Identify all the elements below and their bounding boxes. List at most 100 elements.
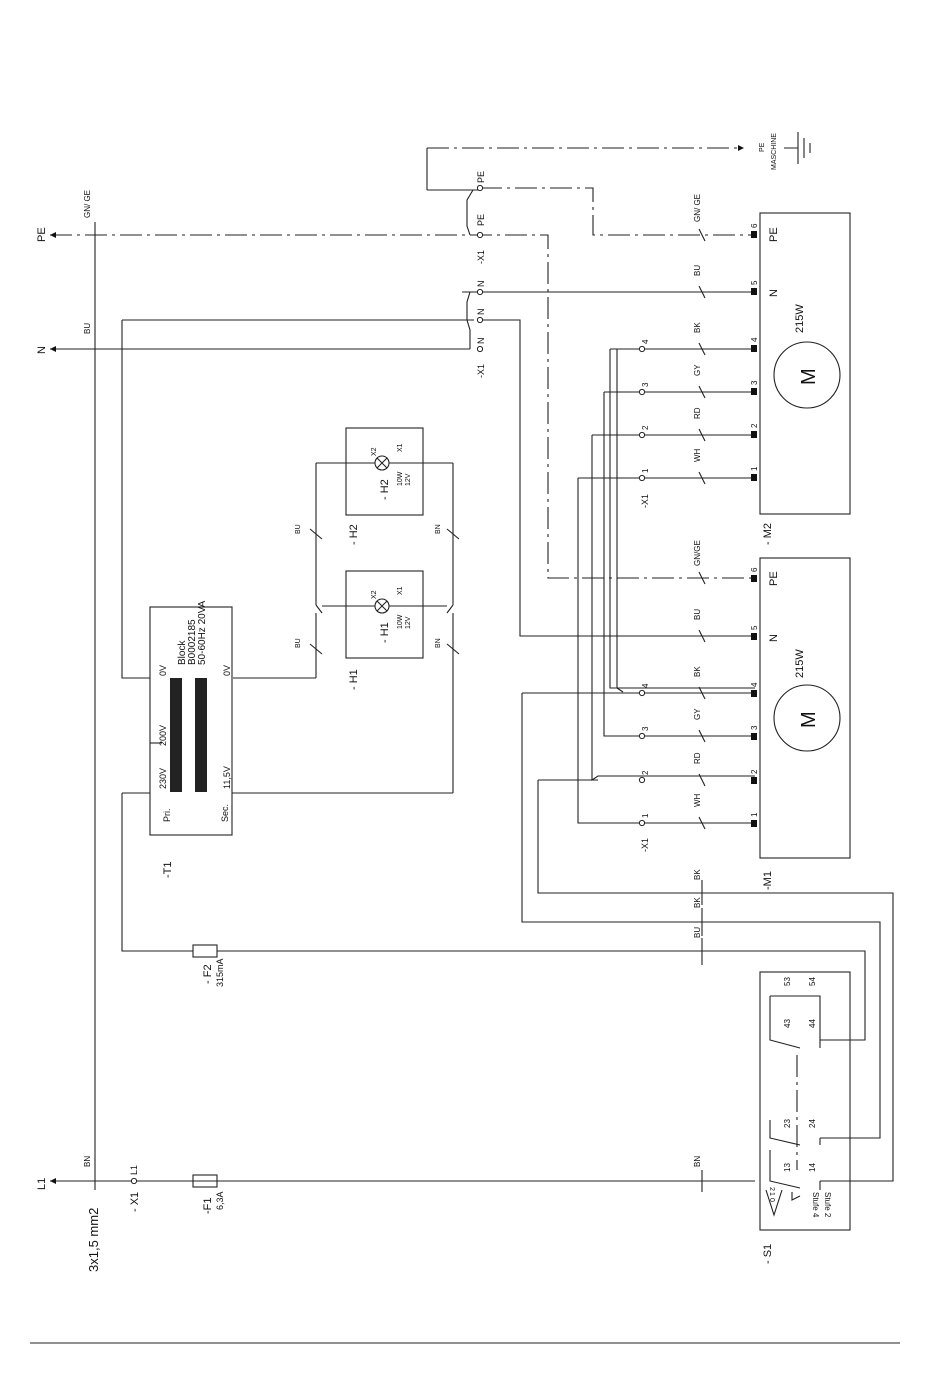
m1-t5: 5 [750, 625, 759, 630]
x1-top-label: -X1 [476, 250, 486, 264]
s1-pos1: 1 [768, 1192, 775, 1196]
t1-sec: Sec. [220, 804, 230, 822]
x1-pe-top: PE [476, 171, 486, 183]
h2-x2: X2 [371, 447, 378, 456]
h1-lamp [233, 570, 460, 793]
m1-power: 215W [794, 649, 806, 678]
sw-bk1-label: BK [693, 869, 702, 880]
m2-x1-label: -X1 [640, 494, 650, 508]
m1-label: -M1 [762, 871, 774, 890]
m2-rd-label: RD [693, 407, 702, 419]
s1-stufe2: Stufe 2 [823, 1192, 832, 1218]
motor-bus-lines [521, 348, 894, 1182]
h1-label: - H1 [379, 622, 391, 643]
x1-l1-label: - X1 [129, 1192, 141, 1212]
s1-c24: 24 [808, 1119, 817, 1128]
m2-label: - M2 [762, 523, 774, 545]
t1-spec: 50-60Hz 20VA [197, 600, 208, 665]
t1-200v: 200V [158, 725, 168, 746]
m2-symbol: M [798, 368, 820, 385]
t1-pri: Pri. [162, 809, 172, 823]
m2-t4: 4 [750, 337, 759, 342]
h2-label: - H2 [379, 479, 391, 500]
l1-color-label: BN [83, 1156, 92, 1167]
m1-t4: 4 [750, 682, 759, 687]
h2-watt: 10W [397, 471, 404, 486]
m2-t1: 1 [750, 466, 759, 471]
x1-n-3: N [476, 338, 486, 345]
h2-lamp [309, 427, 460, 614]
wire-ticks [698, 228, 706, 1192]
h1-watt: 10W [397, 614, 404, 629]
t1-sec-0v: 0V [222, 665, 232, 676]
m2-wh-label: WH [693, 448, 702, 462]
m2-pe: PE [768, 227, 780, 242]
m2-t6: 6 [750, 223, 759, 228]
h2-volt: 12V [405, 473, 412, 486]
s1-c44: 44 [808, 1019, 817, 1028]
earth-symbol [784, 132, 811, 164]
x1-l1-term: L1 [129, 1165, 139, 1175]
s1-c23: 23 [783, 1119, 792, 1128]
m1-t3: 3 [750, 725, 759, 730]
x1-l1-terminal [130, 1177, 138, 1185]
m2-x1-terminals [638, 345, 646, 482]
s1-switch [759, 971, 851, 1231]
m1-motor [751, 557, 851, 859]
t1-115v: 11,5V [222, 766, 232, 789]
h1-x2: X2 [371, 590, 378, 599]
m2-bk-label: BK [693, 322, 702, 333]
s1-stufe4: Stufe 4 [811, 1192, 820, 1218]
m1-symbol: M [798, 711, 820, 728]
m1-x1-t2: 2 [641, 770, 650, 775]
s1-c13: 13 [783, 1163, 792, 1172]
m2-n: N [768, 289, 780, 297]
s1-c14: 14 [808, 1163, 817, 1172]
m1-gnge-label: GN/GE [693, 540, 702, 566]
m2-x1-t4: 4 [641, 339, 650, 344]
s1-c53: 53 [783, 977, 792, 986]
m2-x1-t3: 3 [641, 382, 650, 387]
m1-t2: 2 [750, 769, 759, 774]
m1-x1-t1: 1 [641, 813, 650, 818]
pe-label: PE [36, 227, 48, 242]
h1-bu-label: BU [295, 638, 302, 648]
f1-rating: 6,3A [215, 1191, 225, 1210]
h2-name-label: - H2 [348, 524, 360, 545]
sw-bk2-label: BK [693, 897, 702, 908]
m2-bu-label: BU [693, 265, 702, 276]
m1-x1-t4: 4 [641, 683, 650, 688]
m1-x1-t3: 3 [641, 726, 650, 731]
f2-rating: 315mA [215, 958, 225, 987]
h2-bn-label: BN [435, 524, 442, 534]
h1-name-label: - H1 [348, 669, 360, 690]
m2-power: 215W [794, 304, 806, 333]
f1-label: -F1 [202, 1198, 214, 1215]
t1-part: B0002185 [187, 619, 198, 665]
earth-pe-label: PE [759, 142, 766, 152]
m1-bk-label: BK [693, 666, 702, 677]
m1-t6: 6 [750, 567, 759, 572]
h1-bn-label: BN [435, 638, 442, 648]
m1-x1-terminals [638, 689, 646, 827]
f1-fuse [192, 1174, 218, 1188]
cable-label: 3x1,5 mm2 [86, 1208, 101, 1272]
m1-n: N [768, 634, 780, 642]
m1-gy-label: GY [693, 708, 702, 720]
m2-gy-label: GY [693, 364, 702, 376]
h2-x1: X1 [397, 443, 404, 452]
m1-pe: PE [768, 571, 780, 586]
t1-230v: 230V [158, 768, 168, 789]
m1-t1: 1 [750, 812, 759, 817]
t1-name: Block [177, 640, 188, 665]
f2-label: - F2 [202, 964, 214, 984]
s1-label: - S1 [762, 1244, 774, 1264]
s1-pos2: 2 [768, 1187, 775, 1191]
m2-t3: 3 [750, 380, 759, 385]
s1-c43: 43 [783, 1019, 792, 1028]
m1-rd-label: RD [693, 752, 702, 764]
x1-top-terminals [466, 184, 484, 353]
sw-bu-label: BU [693, 927, 702, 938]
t1-transformer [121, 320, 866, 1041]
